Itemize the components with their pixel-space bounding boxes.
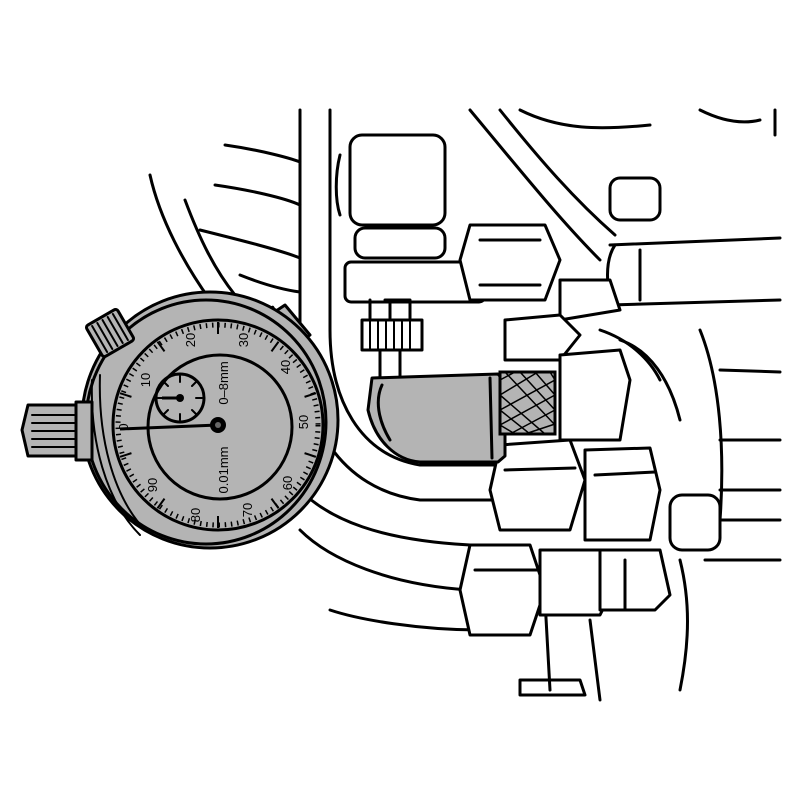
scale-label-50: 50 [296, 415, 311, 429]
scale-label-60: 60 [280, 476, 295, 490]
scale-label-0: 0 [116, 423, 131, 430]
range-label: 0–8mm [216, 361, 231, 404]
engine-background-lines [148, 108, 782, 702]
scale-label-40: 40 [278, 360, 293, 374]
resolution-label: 0.01mm [216, 447, 231, 494]
dial-pointer [119, 423, 219, 431]
engine-fittings [334, 133, 722, 637]
dial-scale-labels: 0 10 20 30 40 50 60 70 80 90 0.01mm 0–8m… [116, 333, 311, 522]
bezel-lock-knob [85, 308, 135, 358]
scale-label-10: 10 [138, 373, 153, 387]
dial-back-knob [20, 400, 94, 462]
scale-label-70: 70 [240, 503, 255, 517]
dial-indicator: 0 10 20 30 40 50 60 70 80 90 0.01mm 0–8m… [20, 290, 340, 550]
revolution-counter-subdial [154, 372, 206, 424]
scale-label-30: 30 [236, 333, 251, 347]
dial-indicator-adapter [366, 370, 557, 464]
scale-label-90: 90 [145, 478, 160, 492]
scale-label-20: 20 [183, 333, 198, 347]
adapter-set-screw [360, 298, 424, 380]
scale-label-80: 80 [188, 508, 203, 522]
